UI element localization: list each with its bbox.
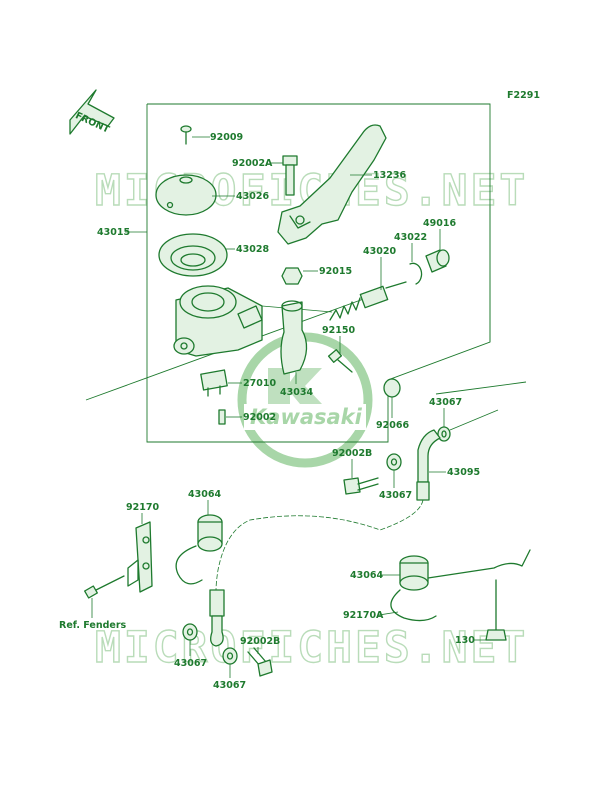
circlip-43022 xyxy=(409,262,423,285)
logo-text: Kawasaki xyxy=(250,405,363,429)
label-43067-d: 43067 xyxy=(213,680,246,691)
brake-hose xyxy=(215,499,424,606)
label-92002B-a: 92002B xyxy=(332,448,372,459)
grommet-43064-a xyxy=(175,514,223,585)
front-arrow-icon: FRONT xyxy=(69,89,115,136)
clamp-43034 xyxy=(280,300,308,375)
label-43015: 43015 xyxy=(97,227,130,238)
label-43022: 43022 xyxy=(394,232,427,243)
label-ref-fenders: Ref. Fenders xyxy=(59,620,127,631)
banjo-bolt-92002B-b xyxy=(247,647,273,677)
screw-92009 xyxy=(180,125,192,145)
banjo-bolt-92002B-a xyxy=(343,477,379,495)
label-43028: 43028 xyxy=(236,244,269,255)
label-92002A: 92002A xyxy=(232,158,273,169)
washer-43067-b xyxy=(386,453,402,471)
hose-end-fitting xyxy=(209,589,225,647)
label-43034: 43034 xyxy=(280,387,313,398)
bracket-92170 xyxy=(127,521,153,593)
label-43026: 43026 xyxy=(236,191,269,202)
label-92170: 92170 xyxy=(126,502,159,513)
washer-43067-a xyxy=(437,426,451,442)
frame-diagonal-right xyxy=(435,381,527,395)
diagram-code: F2291 xyxy=(507,90,540,101)
label-43095: 43095 xyxy=(447,467,480,478)
label-92150: 92150 xyxy=(322,325,355,336)
label-92002: 92002 xyxy=(243,412,276,423)
hose-fitting-43095 xyxy=(416,429,441,501)
piston-43020 xyxy=(329,281,407,321)
label-13236: 13236 xyxy=(373,170,406,181)
label-43064-a: 43064 xyxy=(188,489,221,500)
label-43067-c: 43067 xyxy=(174,658,207,669)
assembly-frame xyxy=(146,103,491,443)
screw-92002 xyxy=(218,409,226,425)
logo-band xyxy=(244,404,366,430)
bolt-130 xyxy=(485,579,507,641)
fender-bolt xyxy=(84,575,125,599)
label-43020: 43020 xyxy=(363,246,396,257)
reservoir-cap-43026 xyxy=(155,174,217,216)
diaphragm-43028 xyxy=(158,233,228,277)
watermark-text-bottom: MICROFICHES.NET xyxy=(95,623,528,673)
logo-k-mark xyxy=(268,368,322,404)
label-43067-a: 43067 xyxy=(429,397,462,408)
label-49016: 49016 xyxy=(423,218,456,229)
nut-92015 xyxy=(281,267,303,285)
label-92002B-b: 92002B xyxy=(240,636,280,647)
boot-49016 xyxy=(425,249,450,273)
label-92009: 92009 xyxy=(210,132,243,143)
master-cylinder-body xyxy=(173,285,263,357)
washer-43067-d xyxy=(222,647,238,665)
bolt-92150 xyxy=(327,349,353,373)
bolt-92002A xyxy=(282,155,298,196)
cap-92066 xyxy=(383,378,401,398)
label-92015: 92015 xyxy=(319,266,352,277)
switch-27010 xyxy=(200,369,228,397)
brake-lever-13236 xyxy=(277,124,387,245)
label-43067-b: 43067 xyxy=(379,490,412,501)
washer-43067-c xyxy=(182,623,198,641)
label-130: 130 xyxy=(455,635,475,646)
label-92066: 92066 xyxy=(376,420,409,431)
label-27010: 27010 xyxy=(243,378,276,389)
kawasaki-logo: Kawasaki xyxy=(237,332,373,468)
grommet-43064-b xyxy=(390,549,531,622)
label-92170A: 92170A xyxy=(343,610,384,621)
label-43064-b: 43064 xyxy=(350,570,383,581)
